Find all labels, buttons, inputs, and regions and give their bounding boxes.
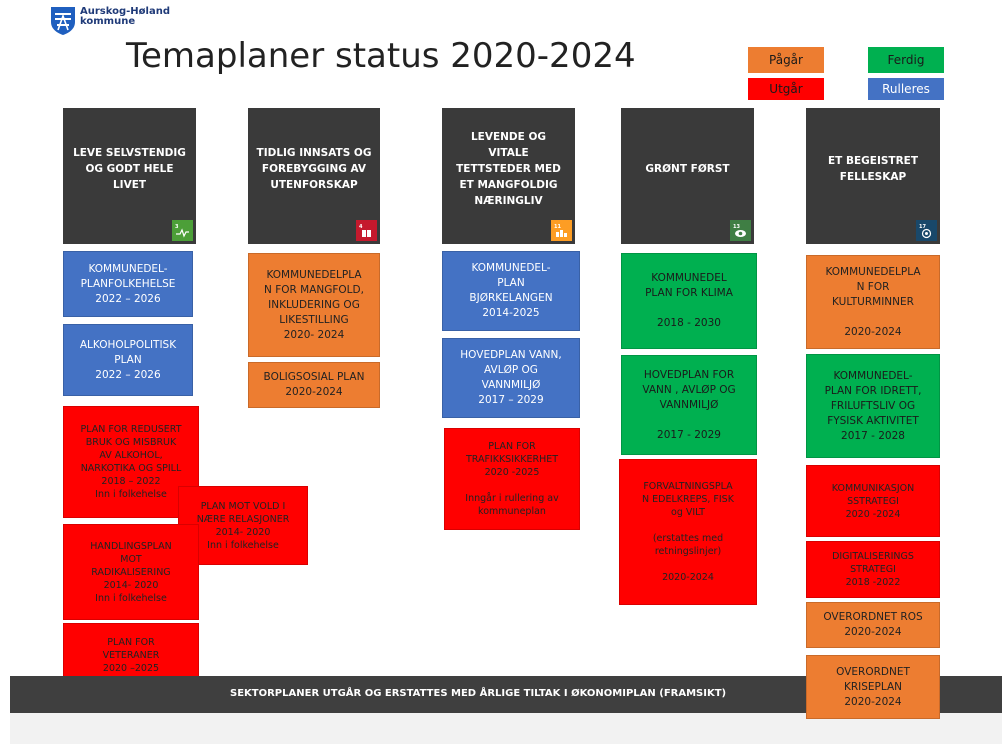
- plan-redusert-bruk-misbruk: PLAN FOR REDUSERT BRUK OG MISBRUK AV ALK…: [63, 406, 199, 518]
- municipality-logo: Aurskog-Høland kommune: [50, 6, 170, 36]
- sdg-4-education-icon: 4: [356, 220, 377, 241]
- plan-forvaltning-edelkreps: FORVALTNINGSPLA N EDELKREPS, FISK og VIL…: [619, 459, 757, 605]
- sdg-13-climate-icon: 13: [730, 220, 751, 241]
- plan-mangfold-inkludering: KOMMUNEDELPLA N FOR MANGFOLD, INKLUDERIN…: [248, 253, 380, 357]
- svg-text:13: 13: [733, 224, 740, 230]
- logo-name-line2: kommune: [80, 16, 136, 27]
- theme-tidlig-innsats: TIDLIG INNSATS OG FOREBYGGING AV UTENFOR…: [248, 108, 380, 244]
- plan-handlingsplan-radikalisering: HANDLINGSPLAN MOT RADIKALISERING 2014- 2…: [63, 524, 199, 620]
- legend-rulleres: Rulleres: [868, 78, 944, 100]
- theme-levende-tettsteder: LEVENDE OG VITALE TETTSTEDER MED ET MANG…: [442, 108, 575, 244]
- legend-paagaar: Pågår: [748, 47, 824, 73]
- plan-hovedplan-vann-avlop-ferdig: HOVEDPLAN FOR VANN , AVLØP OG VANNMILJØ …: [621, 355, 757, 455]
- plan-kommunedelplan-folkehelse: KOMMUNEDEL- PLANFOLKEHELSE 2022 – 2026: [63, 251, 193, 317]
- svg-text:11: 11: [554, 224, 561, 230]
- plan-kulturminner: KOMMUNEDELPLA N FOR KULTURMINNER 2020-20…: [806, 255, 940, 349]
- theme-gront-forst: GRØNT FØRST 13: [621, 108, 754, 244]
- svg-text:17: 17: [919, 224, 926, 230]
- plan-digitaliseringsstrategi: DIGITALISERINGS STRATEGI 2018 -2022: [806, 541, 940, 598]
- theme-label: LEVENDE OG VITALE TETTSTEDER MED ET MANG…: [456, 131, 561, 207]
- svg-text:4: 4: [359, 224, 363, 230]
- plan-boligsosial: BOLIGSOSIAL PLAN 2020-2024: [248, 362, 380, 408]
- theme-begeistret-felleskap: ET BEGEISTRET FELLESKAP 17: [806, 108, 940, 244]
- plan-alkoholpolitisk: ALKOHOLPOLITISK PLAN 2022 – 2026: [63, 324, 193, 396]
- page-title: Temaplaner status 2020-2024: [126, 36, 636, 76]
- sdg-3-health-icon: 3: [172, 220, 193, 241]
- plan-mot-vold: PLAN MOT VOLD I NÆRE RELASJONER 2014- 20…: [178, 486, 308, 565]
- plan-klima: KOMMUNEDEL PLAN FOR KLIMA 2018 - 2030: [621, 253, 757, 349]
- theme-label: TIDLIG INNSATS OG FOREBYGGING AV UTENFOR…: [256, 147, 372, 191]
- plan-overordnet-ros: OVERORDNET ROS 2020-2024: [806, 602, 940, 648]
- plan-bjorkelangen: KOMMUNEDEL- PLAN BJØRKELANGEN 2014-2025: [442, 251, 580, 331]
- legend-ferdig: Ferdig: [868, 47, 944, 73]
- theme-label: ET BEGEISTRET FELLESKAP: [827, 155, 918, 183]
- logo-name-line1: Aurskog-Høland: [80, 6, 170, 17]
- theme-leve-selvstendig: LEVE SELVSTENDIG OG GODT HELE LIVET 3: [63, 108, 196, 244]
- footer-text: SEKTORPLANER UTGÅR OG ERSTATTES MED ÅRLI…: [230, 688, 727, 699]
- sdg-17-partnerships-icon: 17: [916, 220, 937, 241]
- sdg-11-cities-icon: 11: [551, 220, 572, 241]
- plan-trafikksikkerhet: PLAN FOR TRAFIKKSIKKERHET 2020 -2025 Inn…: [444, 428, 580, 530]
- plan-idrett-friluftsliv: KOMMUNEDEL- PLAN FOR IDRETT, FRILUFTSLIV…: [806, 354, 940, 458]
- svg-text:3: 3: [175, 224, 179, 230]
- theme-label: LEVE SELVSTENDIG OG GODT HELE LIVET: [73, 147, 186, 191]
- theme-label: GRØNT FØRST: [645, 163, 730, 175]
- plan-overordnet-kriseplan: OVERORDNET KRISEPLAN 2020-2024: [806, 655, 940, 719]
- plan-kommunikasjonsstrategi: KOMMUNIKASJON SSTRATEGI 2020 -2024: [806, 465, 940, 537]
- legend-utgaar: Utgår: [748, 78, 824, 100]
- municipality-shield-icon: [51, 7, 75, 35]
- plan-hovedplan-vann-avlop: HOVEDPLAN VANN, AVLØP OG VANNMILJØ 2017 …: [442, 338, 580, 418]
